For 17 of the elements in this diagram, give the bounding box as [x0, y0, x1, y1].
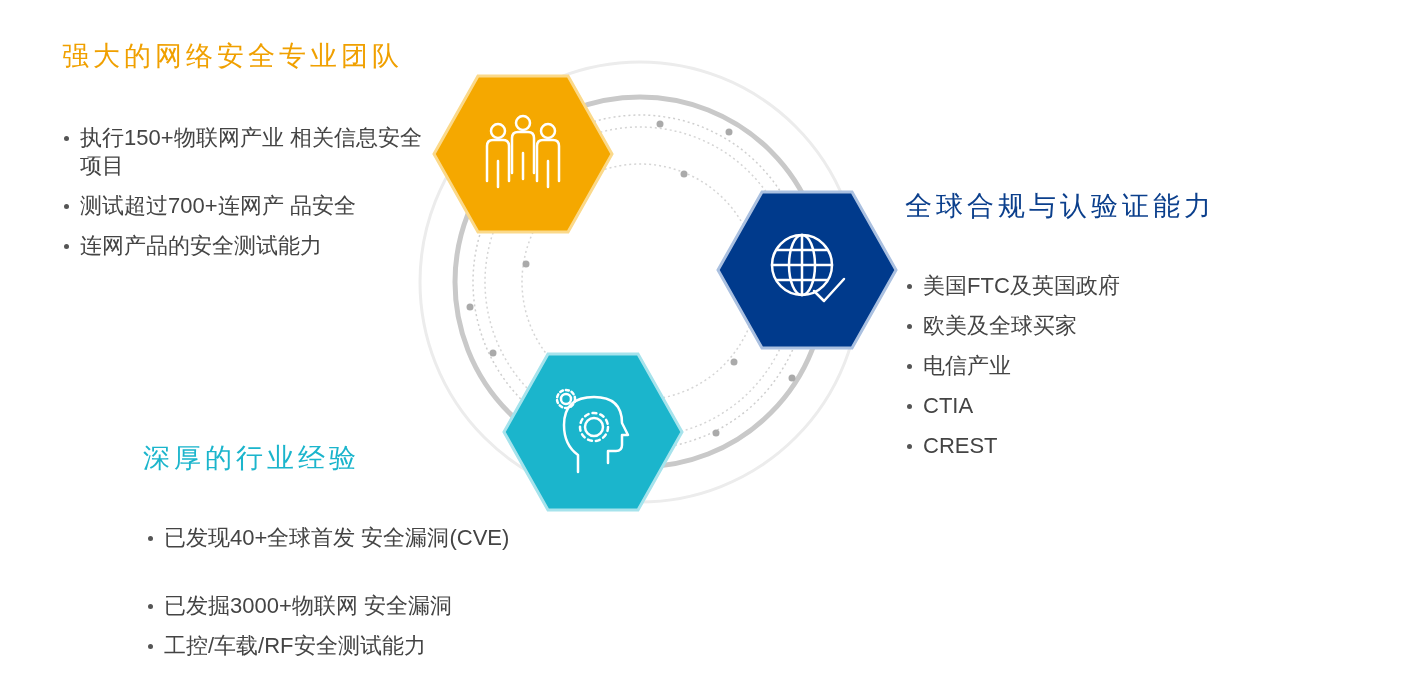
hexagon-tile [716, 190, 898, 350]
hexagon-tile [502, 352, 684, 512]
bullet-text: 已发掘3000+物联网 安全漏洞 [164, 592, 452, 620]
bullet-text: 工控/车载/RF安全测试能力 [164, 632, 426, 660]
bullet-text: 测试超过700+连网产 品安全 [80, 192, 356, 220]
section-heading: 全球合规与认验证能力 [905, 190, 1215, 223]
bullet-text: 连网产品的安全测试能力 [80, 232, 322, 260]
bullet-text: 已发现40+全球首发 安全漏洞(CVE) [164, 524, 510, 552]
bullet-text: 美国FTC及英国政府 [923, 272, 1120, 300]
section-heading: 强大的网络安全专业团队 [62, 40, 403, 73]
hexagon-tile [432, 74, 614, 234]
section-heading: 深厚的行业经验 [143, 442, 360, 475]
bullet-text: 电信产业 [923, 352, 1011, 380]
bullet-text: CTIA [923, 392, 974, 420]
bullet-text: 执行150+物联网产业 相关信息安全项目 [80, 124, 423, 180]
bullet-text: 欧美及全球买家 [923, 312, 1077, 340]
bullet-text: CREST [923, 432, 998, 460]
